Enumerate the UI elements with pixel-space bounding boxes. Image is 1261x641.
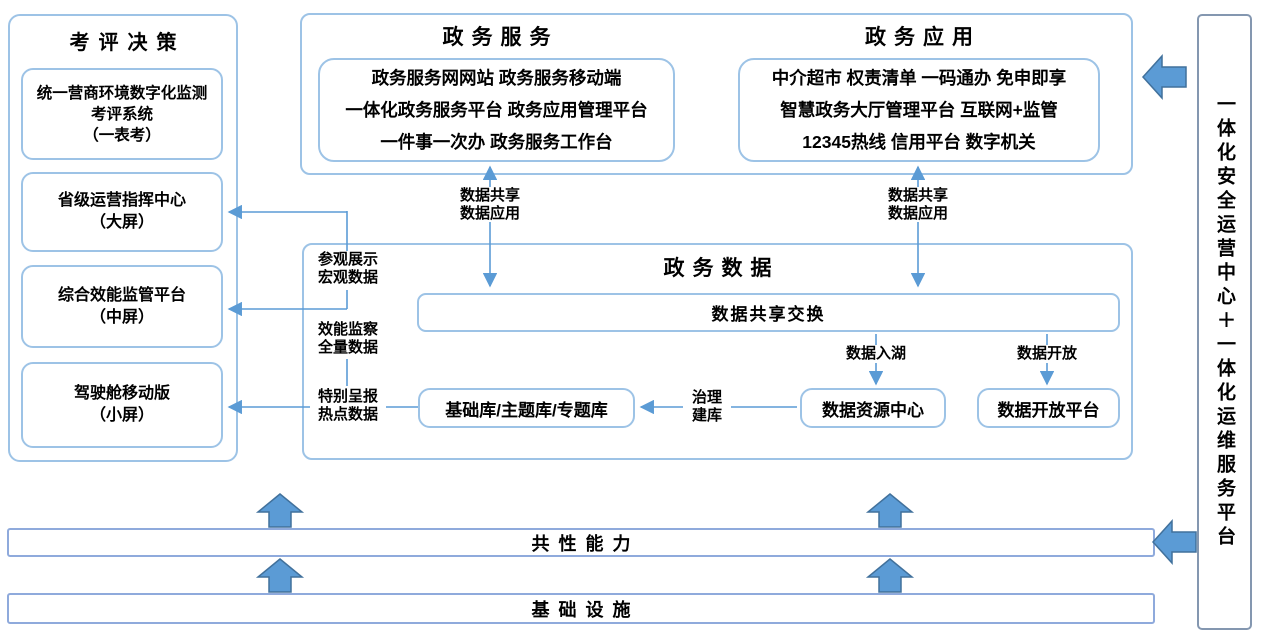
box-line: 数据资源中心 — [822, 400, 924, 420]
box-line: （大屏） — [89, 214, 154, 231]
box-line: 基础库/主题库/专题库 — [445, 400, 608, 420]
label-line: 数据开放 — [1016, 345, 1077, 362]
box-line: 考评系统 — [90, 105, 153, 123]
data-exchange-bar: 数据共享交换 — [417, 293, 1120, 332]
data-lake-label: 数据入湖 — [841, 345, 911, 363]
up-arrow-icon — [255, 558, 305, 593]
bar-label: 共性能力 — [531, 533, 640, 554]
data-open-platform-box: 数据开放平台 — [977, 388, 1120, 428]
box-line: 一体化政务服务平台 政务应用管理平台 — [345, 100, 648, 120]
box-line: （小屏） — [89, 407, 154, 424]
common-capability-bar: 共性能力 — [7, 528, 1155, 557]
up-arrow-icon — [865, 493, 915, 528]
label-line: 效能监察 — [317, 321, 378, 338]
evaluation-box-monitor-system: 统一营商环境数字化监测 考评系统 （一表考） — [21, 68, 223, 160]
label-line: 治理 — [691, 389, 722, 406]
box-line: 驾驶舱移动版 — [73, 385, 170, 402]
service-title: 政务服务 — [442, 26, 559, 49]
application-title: 政务应用 — [865, 26, 981, 49]
up-arrow-icon — [865, 558, 915, 593]
service-items-box: 政务服务网网站 政务服务移动端 一体化政务服务平台 政务应用管理平台 一件事一次… — [318, 58, 675, 162]
left-arrow-icon — [1151, 519, 1197, 565]
flow-label-special-hot: 特别呈报 热点数据 — [310, 388, 386, 423]
infrastructure-bar: 基础设施 — [7, 593, 1155, 624]
box-line: 省级运营指挥中心 — [57, 192, 186, 209]
label-line: 特别呈报 — [317, 388, 378, 405]
box-line: 政务服务网网站 政务服务移动端 — [371, 68, 622, 88]
label-line: 数据应用 — [459, 204, 520, 222]
flow-label-efficiency-full: 效能监察 全量数据 — [310, 321, 386, 356]
library-box: 基础库/主题库/专题库 — [418, 388, 635, 428]
evaluation-box-command-center: 省级运营指挥中心 （大屏） — [21, 172, 223, 252]
label-line: 数据入湖 — [845, 345, 906, 362]
label-line: 数据共享 — [887, 187, 948, 204]
left-arrow-icon — [1141, 54, 1187, 100]
label-line: 数据应用 — [887, 204, 948, 222]
bar-label: 基础设施 — [531, 599, 640, 620]
label-line: 全量数据 — [317, 338, 378, 356]
data-open-label: 数据开放 — [1012, 345, 1082, 363]
label-line: 热点数据 — [317, 405, 378, 423]
application-items-box: 中介超市 权责清单 一码通办 免申即享 智慧政务大厅管理平台 互联网+监管 12… — [738, 58, 1100, 162]
share-apply-label-right: 数据共享 数据应用 — [878, 187, 958, 222]
box-line: 12345热线 信用平台 数字机关 — [802, 132, 1036, 152]
label-line: 宏观数据 — [317, 268, 378, 286]
box-line: 统一营商环境数字化监测 — [36, 84, 208, 102]
flow-label-exhibit-macro: 参观展示 宏观数据 — [310, 251, 386, 286]
evaluation-box-efficiency-platform: 综合效能监管平台 （中屏） — [21, 265, 223, 348]
box-line: （中屏） — [89, 308, 154, 326]
label-line: 建库 — [691, 406, 722, 424]
box-line: 一件事一次办 政务服务工作台 — [380, 132, 613, 152]
box-line: 中介超市 权责清单 一码通办 免申即享 — [771, 68, 1067, 88]
evaluation-box-cockpit-mobile: 驾驶舱移动版 （小屏） — [21, 362, 223, 448]
bar-label: 数据共享交换 — [711, 305, 826, 324]
box-line: 数据开放平台 — [997, 400, 1100, 420]
security-ops-panel: 一体化安全运营中心＋一体化运维服务平台 — [1197, 14, 1252, 630]
box-line: 综合效能监管平台 — [57, 286, 186, 304]
label-line: 参观展示 — [317, 251, 378, 268]
data-panel-title: 政务数据 — [663, 257, 780, 280]
data-resource-center-box: 数据资源中心 — [800, 388, 946, 428]
evaluation-panel-title: 考评决策 — [69, 32, 186, 54]
up-arrow-icon — [255, 493, 305, 528]
label-line: 数据共享 — [459, 187, 520, 204]
governance-label: 治理 建库 — [683, 389, 731, 424]
vertical-panel-label: 一体化安全运营中心＋一体化运维服务平台 — [1214, 94, 1235, 550]
box-line: 智慧政务大厅管理平台 互联网+监管 — [780, 100, 1058, 120]
box-line: （一表考） — [83, 126, 161, 144]
share-apply-label-left: 数据共享 数据应用 — [450, 187, 530, 222]
